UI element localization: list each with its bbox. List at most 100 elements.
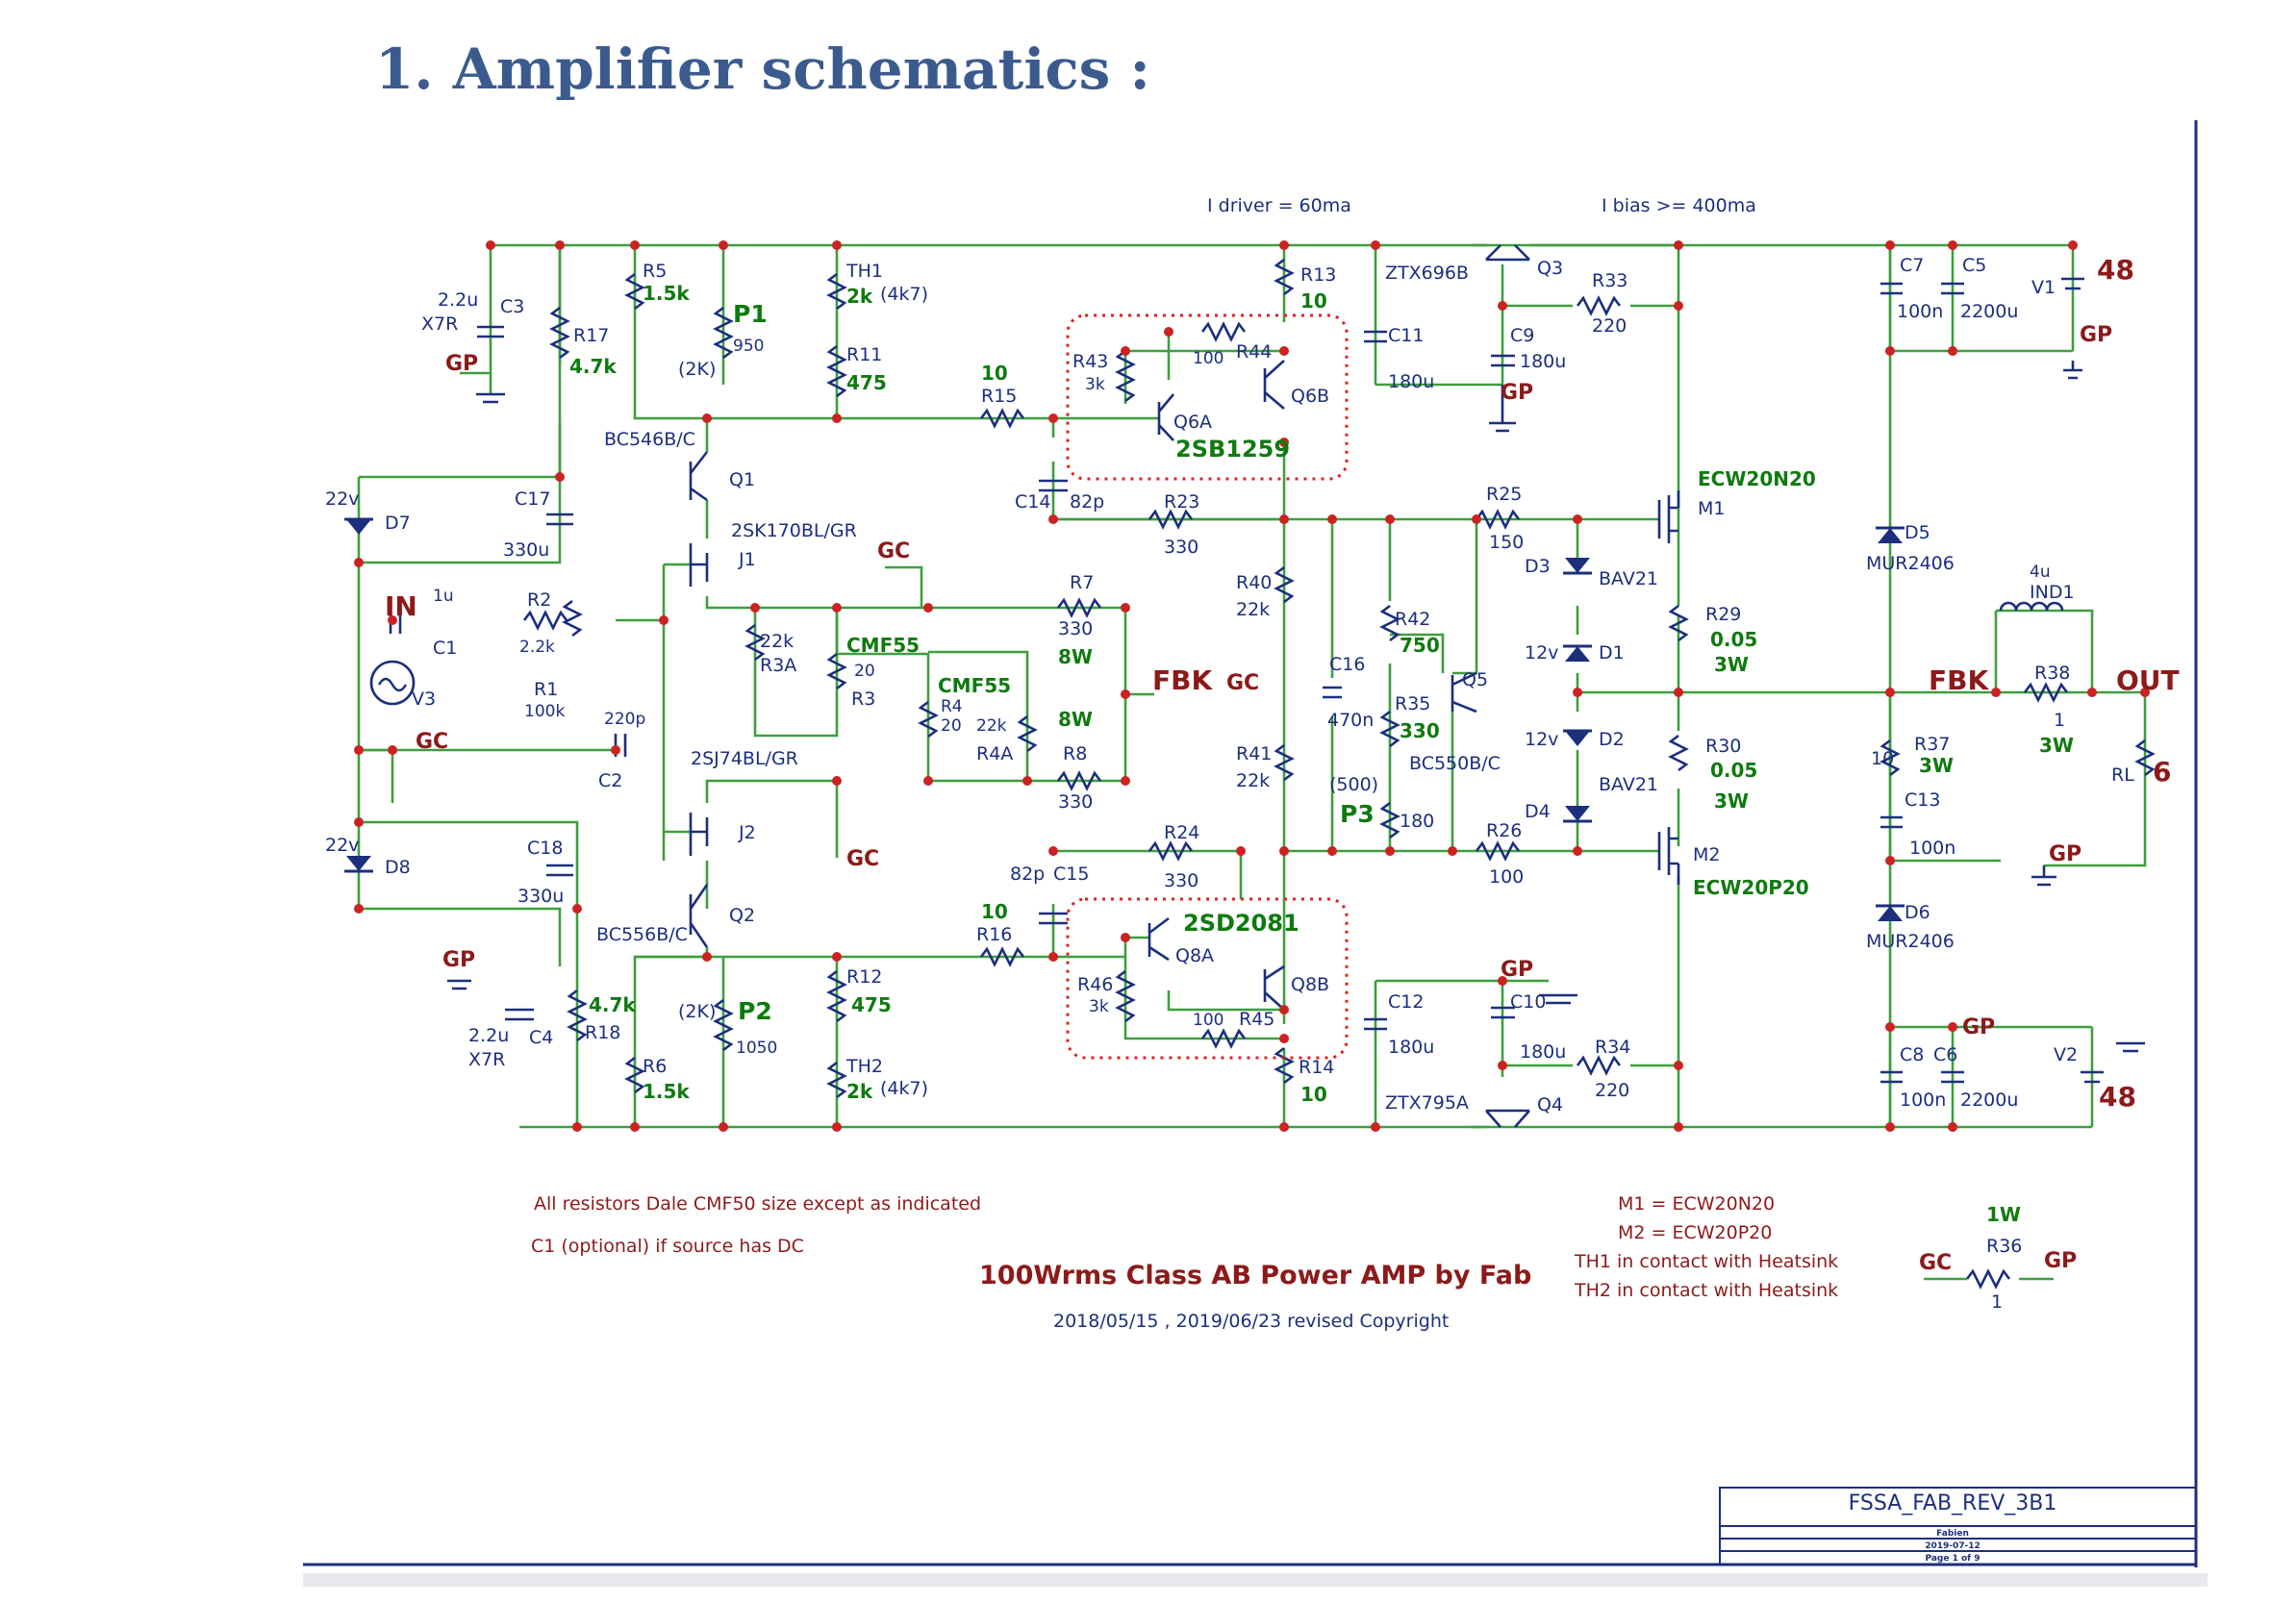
d4-label: D4 [1525, 801, 1551, 822]
c2-value: 220p [604, 710, 645, 729]
c8-capacitor [1880, 1070, 1903, 1084]
junction-dot [1385, 514, 1395, 524]
r7-power: 8W [1058, 645, 1093, 668]
r43-value: 3k [1085, 375, 1105, 394]
junction-dot [832, 413, 842, 423]
r14-resistor [1274, 1046, 1295, 1085]
r3-value: 20 [854, 662, 875, 681]
d7-label: D7 [385, 513, 411, 534]
q4-part: ZTX795A [1385, 1092, 1469, 1114]
q8a-label: Q8A [1175, 945, 1214, 966]
r38-power: 3W [2039, 734, 2074, 757]
m1-label: M1 [1698, 498, 1725, 519]
r23-value: 330 [1164, 537, 1198, 558]
c3-label: C3 [500, 296, 524, 317]
r4-value: 20 [941, 716, 962, 736]
junction-dot [1048, 413, 1058, 423]
r24-resistor [1148, 840, 1194, 862]
r15-label: R15 [981, 386, 1017, 407]
d2-value: 12v [1525, 729, 1558, 750]
junction-dot [388, 745, 397, 755]
th2-thermistor [826, 1061, 847, 1099]
r8-label: R8 [1063, 743, 1087, 764]
c14-capacitor [1039, 479, 1068, 492]
c4-value1: 2.2u [468, 1025, 509, 1046]
r4a-resistor [1017, 714, 1038, 753]
v2-label: V2 [2054, 1044, 2078, 1065]
r13-label: R13 [1300, 264, 1336, 286]
diodes [344, 517, 1905, 921]
junction-dot [2068, 240, 2078, 250]
junction-dot [832, 952, 842, 962]
r18-value: 4.7k [589, 993, 636, 1016]
r34-label: R34 [1595, 1037, 1630, 1058]
fbk-net-left: FBK [1152, 664, 1213, 696]
r11-value: 475 [846, 371, 887, 394]
c6-capacitor [1941, 1070, 1964, 1084]
r46-value: 3k [1089, 997, 1109, 1016]
r44-value: 100 [1193, 349, 1224, 368]
junction-dot [1885, 1022, 1895, 1032]
junction-dot [388, 615, 397, 625]
c9-value: 180u [1520, 351, 1566, 372]
p3-pot [1379, 801, 1400, 839]
page-heading: 1. Amplifier schematics : [375, 37, 1150, 102]
r36-label: R36 [1986, 1236, 2022, 1257]
c1-capacitor [389, 607, 402, 634]
r24-label: R24 [1164, 822, 1199, 843]
junction-dot [1885, 856, 1895, 865]
q6-group-label: 2SB1259 [1175, 436, 1290, 463]
junction-dot [1674, 1061, 1683, 1070]
c12-capacitor [1364, 1017, 1387, 1031]
q3-label: Q3 [1537, 258, 1563, 279]
c13-capacitor [1880, 815, 1903, 829]
r42-label: R42 [1395, 609, 1430, 630]
r5-value: 1.5k [643, 282, 690, 305]
q2-part: BC556B/C [596, 924, 688, 945]
junction-dot [354, 904, 364, 914]
gp-net-v2: GP [1962, 1015, 1995, 1039]
q6b-transistor [1263, 360, 1285, 410]
j1-part: 2SK170BL/GR [731, 520, 857, 541]
d1-zener [1565, 646, 1590, 662]
r1-value: 100k [524, 702, 565, 721]
c16-label: C16 [1329, 654, 1365, 675]
m2-part: ECW20P20 [1693, 876, 1809, 899]
c17-capacitor [546, 513, 573, 526]
junction-dot [1048, 514, 1058, 524]
p2-value: 1050 [736, 1039, 777, 1058]
r29-value: 0.05 [1710, 628, 1757, 651]
junction-dot [354, 745, 364, 755]
r16-value: 10 [981, 900, 1008, 923]
d2-zener [1565, 731, 1590, 746]
r2-resistor [522, 610, 568, 631]
c14-value: 82p [1070, 491, 1104, 513]
gp-net-c3: GP [445, 352, 478, 376]
m1-mosfet [1657, 490, 1680, 543]
design-date: 2018/05/15 , 2019/06/23 revised Copyrigh… [1053, 1311, 1449, 1332]
d6-part: MUR2406 [1866, 931, 1955, 952]
p3-label: P3 [1340, 800, 1375, 828]
q1-part: BC546B/C [604, 429, 695, 450]
r37-label: R37 [1914, 734, 1950, 755]
junction-dot [630, 240, 640, 250]
d4-diode [1565, 806, 1590, 821]
c12-value: 180u [1388, 1037, 1434, 1058]
note-c1: C1 (optional) if source has DC [531, 1236, 804, 1257]
r17-resistor [549, 306, 570, 360]
junction-dot [1279, 1122, 1289, 1132]
junction-dot [1121, 346, 1130, 356]
v3-label: V3 [412, 689, 436, 710]
r26-value: 100 [1489, 866, 1524, 888]
th1-value: 2k [846, 285, 873, 308]
junction-dot [1279, 240, 1289, 250]
junction-dot [1121, 603, 1130, 613]
r15-resistor [979, 408, 1025, 429]
rl-ground-icon [2031, 865, 2056, 887]
r25-value: 150 [1489, 532, 1524, 553]
junction-dot [1573, 846, 1582, 856]
r44-resistor [1200, 321, 1247, 342]
c10-ground-icon [1539, 993, 1577, 1005]
r4a-label: R4A [976, 743, 1013, 764]
